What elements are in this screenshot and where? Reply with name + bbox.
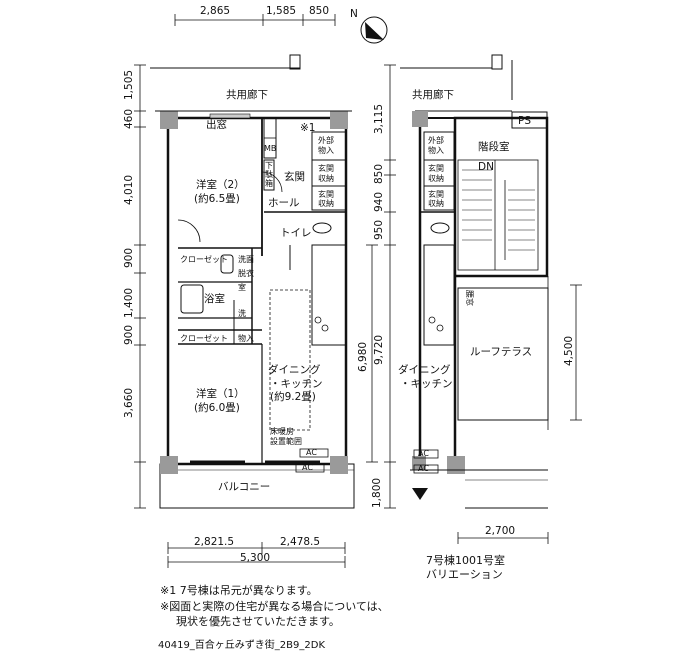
label-western1-size: (約6.0畳): [194, 401, 240, 414]
var-label-dining-1: ダイニング: [398, 363, 451, 376]
var-label-dn: DN: [478, 161, 494, 173]
label-balcony: バルコニー: [218, 481, 270, 493]
dim-top-3: 850: [309, 5, 329, 17]
label-shoe-box-3: 箱: [265, 178, 273, 188]
variation-caption-2: バリエーション: [426, 568, 503, 581]
dim-bottom-1: 2,821.5: [194, 536, 234, 548]
var-label-genkan-storage-2b: 収納: [428, 198, 444, 208]
dim-left-6: 900: [123, 325, 135, 345]
note-line-2: ※図面と実際の住宅が異なる場合については、: [160, 600, 389, 613]
dim-left-1: 1,505: [123, 70, 135, 100]
label-floor-heating-1: 床暖房: [270, 426, 294, 436]
section-marker-icon: [412, 488, 428, 500]
label-floor-heating-2: 設置範囲: [270, 436, 302, 446]
dim-left-2: 460: [123, 109, 135, 129]
dim-left-5: 1,400: [123, 288, 135, 318]
label-note-mark: ※1: [300, 122, 315, 134]
dim-right-vertical: 4,500: [563, 336, 575, 366]
note-line-1: ※1 7号棟は吊元が異なります。: [160, 584, 318, 597]
dim-mid-1: 3,115: [373, 104, 385, 134]
dim-mid-6: 6,980: [357, 342, 369, 372]
label-ac-2: AC: [302, 463, 313, 472]
label-shoe-box-1: 下: [265, 161, 273, 170]
label-closet-2: クローゼット: [180, 333, 228, 343]
main-unit-walls: [159, 111, 355, 509]
dim-left-8: 1,800: [371, 478, 383, 508]
label-ext-storage-2: 物入: [318, 145, 334, 155]
var-label-ext-storage-2: 物入: [428, 145, 444, 155]
dim-left-7: 3,660: [123, 388, 135, 418]
dim-bottom-2: 2,478.5: [280, 536, 320, 548]
label-western2: 洋室（2）: [196, 178, 245, 191]
label-entry: 出窓: [206, 118, 227, 131]
footer-code: 40419_百合ヶ丘みずき街_2B9_2DK: [158, 640, 326, 651]
var-label-ext-storage-1: 外部: [428, 135, 444, 145]
label-washroom-1: 洗面: [238, 254, 254, 264]
north-arrow-icon: N: [350, 8, 388, 44]
label-genkan: 玄関: [284, 170, 305, 183]
top-dimension-line: [174, 14, 336, 26]
dim-mid-4: 950: [373, 220, 385, 240]
left-dimension-line: [134, 64, 146, 509]
label-corridor: 共用廊下: [226, 88, 268, 101]
north-label: N: [350, 8, 358, 20]
bottom-dimension-lines: [167, 532, 549, 568]
variation-caption-1: 7号棟1001号室: [426, 554, 505, 567]
dim-left-4: 900: [123, 248, 135, 268]
label-dining-2: ・キッチン: [270, 378, 323, 390]
label-mb: MB: [264, 144, 276, 153]
dim-mid-3: 940: [373, 192, 385, 212]
corridor-top-walls: [150, 54, 352, 112]
var-label-ac-2: AC: [418, 464, 429, 473]
label-bath: 浴室: [204, 292, 225, 305]
var-label-corridor: 共用廊下: [412, 88, 454, 101]
note-line-3: 現状を優先させていただきます。: [176, 615, 340, 628]
label-dining-1: ダイニング: [268, 363, 321, 376]
label-genkan-storage-2b: 収納: [318, 198, 334, 208]
label-wash: 洗: [238, 308, 246, 318]
dim-top-2: 1,585: [266, 5, 296, 17]
var-label-dining-2: ・キッチン: [400, 378, 453, 390]
var-label-genkan-storage-1b: 収納: [428, 173, 444, 183]
label-western1: 洋室（1）: [196, 387, 245, 400]
label-toilet: トイレ: [280, 227, 312, 239]
middle-dimension-lines: [366, 64, 582, 509]
var-label-genkan-storage-2a: 玄関: [428, 189, 444, 199]
dim-mid-5: 9,720: [373, 335, 385, 365]
dim-top-1: 2,865: [200, 5, 230, 17]
label-closet-1: クローゼット: [180, 254, 228, 264]
label-ext-storage-1: 外部: [318, 135, 334, 145]
label-genkan-storage-1a: 玄関: [318, 163, 334, 173]
label-ac-1: AC: [306, 448, 317, 457]
dim-left-3: 4,010: [123, 175, 135, 205]
var-label-genkan-storage-1a: 玄関: [428, 163, 444, 173]
variation-unit-walls: [400, 54, 549, 509]
label-shoe-box-2: 駄: [265, 169, 273, 179]
var-label-stairs: 階段室: [478, 140, 510, 153]
var-label-ps: PS: [518, 115, 531, 127]
dim-right-bottom: 2,700: [485, 525, 515, 537]
label-washroom-3: 室: [238, 282, 246, 292]
label-genkan-storage-2a: 玄関: [318, 189, 334, 199]
dim-mid-2: 850: [373, 164, 385, 184]
label-washroom-2: 脱衣: [238, 268, 254, 278]
label-storage: 物入: [238, 333, 254, 343]
label-western2-size: (約6.5畳): [194, 192, 240, 205]
label-genkan-storage-1b: 収納: [318, 173, 334, 183]
label-hall: ホール: [268, 197, 300, 209]
var-label-ac-1: AC: [418, 449, 429, 458]
var-label-roof-terrace: ルーフテラス: [470, 346, 532, 358]
var-label-koshi: 腰窓: [465, 290, 475, 306]
dim-total-width: 5,300: [240, 552, 270, 564]
label-dining-3: (約9.2畳): [270, 390, 316, 403]
